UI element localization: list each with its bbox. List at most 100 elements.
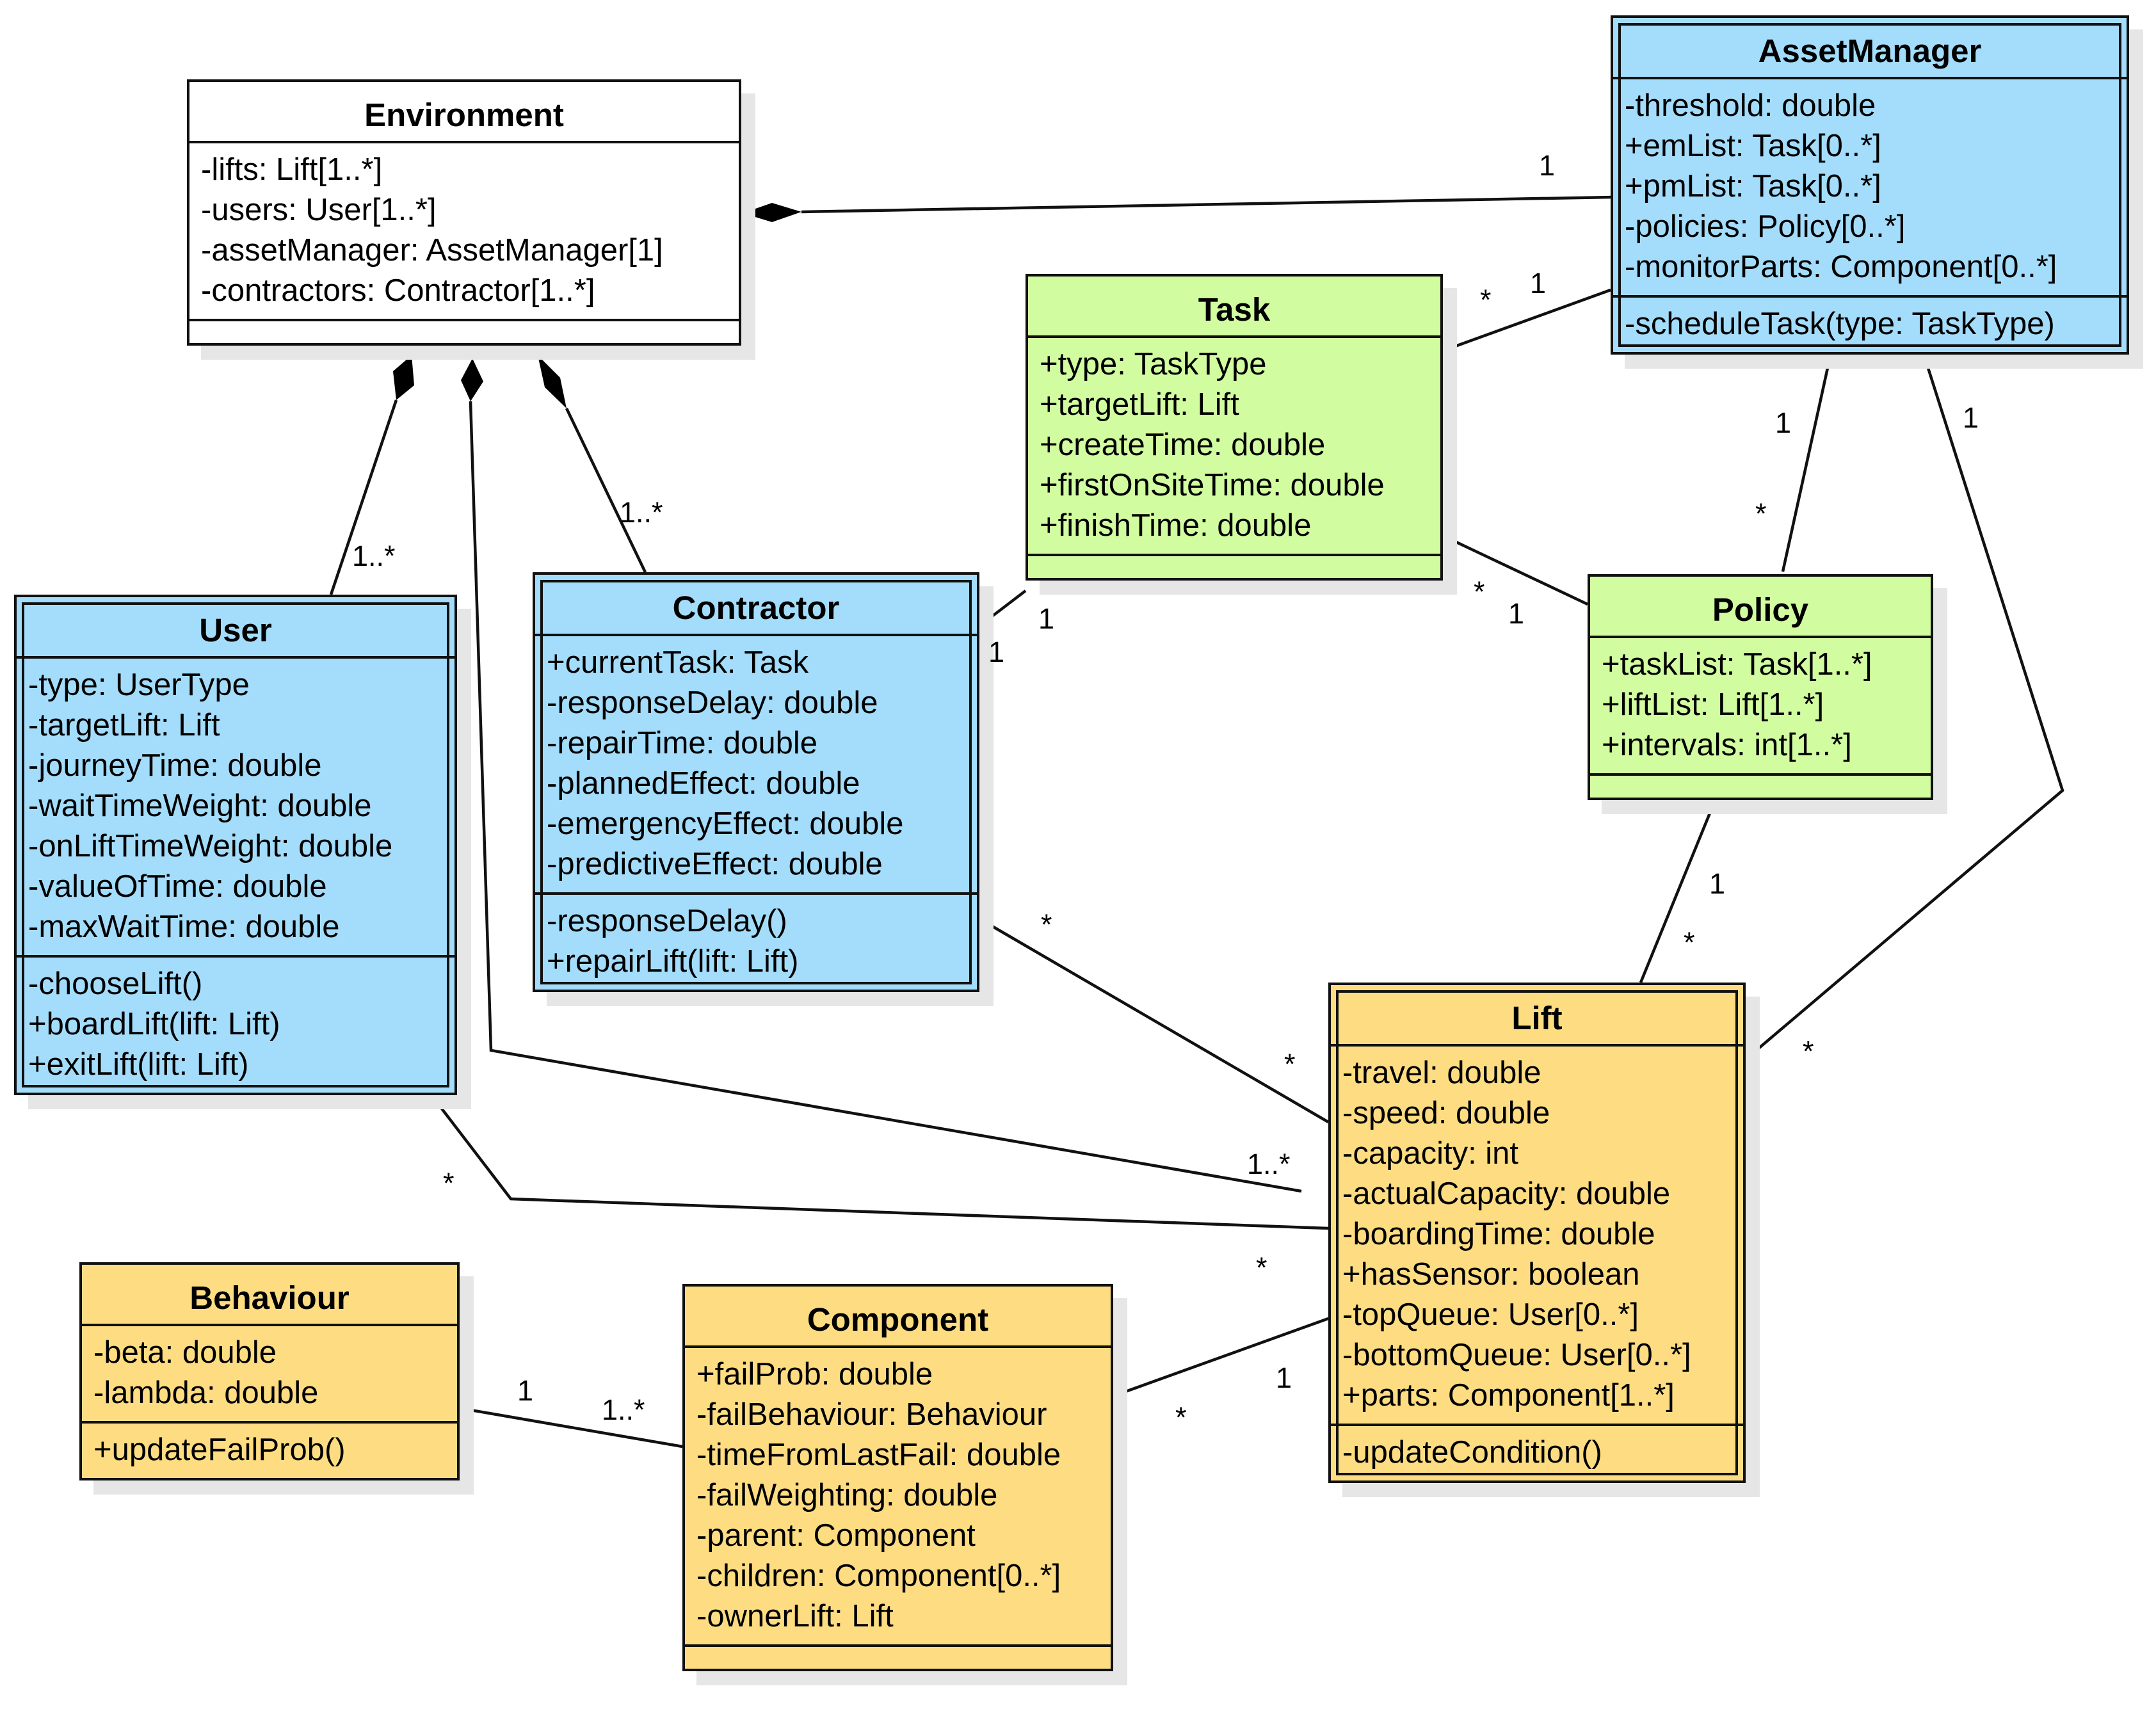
attribute: -contractors: Contractor[1..*] bbox=[201, 273, 595, 308]
attribute: -ownerLift: Lift bbox=[696, 1599, 894, 1633]
operation: +repairLift(lift: Lift) bbox=[547, 944, 799, 979]
attribute: -capacity: int bbox=[1342, 1136, 1519, 1171]
class-user[interactable]: User -type: UserType -targetLift: Lift -… bbox=[14, 595, 457, 1095]
operation-compartment: -responseDelay() +repairLift(lift: Lift) bbox=[535, 892, 977, 990]
class-task[interactable]: Task +type: TaskType +targetLift: Lift +… bbox=[1026, 274, 1443, 581]
attribute: -failBehaviour: Behaviour bbox=[696, 1397, 1047, 1432]
attribute: +liftList: Lift[1..*] bbox=[1602, 687, 1824, 722]
association-task-policy bbox=[1444, 534, 1588, 606]
multiplicity-label: 1..* bbox=[1247, 1148, 1291, 1180]
attribute: -targetLift: Lift bbox=[28, 708, 220, 742]
attribute: -policies: Policy[0..*] bbox=[1625, 209, 1906, 244]
attribute: -threshold: double bbox=[1625, 88, 1876, 123]
multiplicity-label: 1 bbox=[1709, 867, 1726, 900]
association-assetmanager-policy bbox=[1781, 367, 1830, 572]
class-name: Contractor bbox=[535, 575, 977, 636]
operation-compartment bbox=[1028, 554, 1440, 578]
operation-compartment bbox=[1590, 773, 1931, 798]
attribute-compartment: +taskList: Task[1..*] +liftList: Lift[1.… bbox=[1590, 638, 1931, 773]
attribute: -predictiveEffect: double bbox=[547, 847, 883, 881]
composition-environment-contractor bbox=[565, 408, 647, 573]
attribute: +firstOnSiteTime: double bbox=[1040, 468, 1385, 502]
composition-environment-lift bbox=[469, 401, 1302, 1193]
multiplicity-label: 1 bbox=[1539, 149, 1556, 182]
class-policy[interactable]: Policy +taskList: Task[1..*] +liftList: … bbox=[1588, 574, 1933, 800]
attribute: -emergencyEffect: double bbox=[547, 806, 904, 841]
attribute: +parts: Component[1..*] bbox=[1342, 1378, 1675, 1413]
operation: -responseDelay() bbox=[547, 904, 787, 938]
attribute: -waitTimeWeight: double bbox=[28, 789, 372, 823]
class-contractor[interactable]: Contractor +currentTask: Task -responseD… bbox=[533, 572, 979, 992]
multiplicity-label: * bbox=[1284, 1048, 1296, 1080]
attribute: -bottomQueue: User[0..*] bbox=[1342, 1338, 1691, 1372]
class-name: AssetManager bbox=[1613, 18, 2127, 79]
attribute: +hasSensor: boolean bbox=[1342, 1257, 1640, 1292]
class-name: Component bbox=[685, 1287, 1111, 1348]
attribute: -timeFromLastFail: double bbox=[696, 1438, 1061, 1472]
attribute: -children: Component[0..*] bbox=[696, 1559, 1061, 1593]
multiplicity-label: 1 bbox=[988, 636, 1005, 668]
operation-compartment: -scheduleTask(type: TaskType) bbox=[1613, 295, 2127, 352]
attribute: +pmList: Task[0..*] bbox=[1625, 169, 1881, 204]
class-name: User bbox=[17, 597, 455, 659]
operation: -updateCondition() bbox=[1342, 1435, 1602, 1470]
association-contractor-lift bbox=[979, 918, 1330, 1123]
multiplicity-label: 1..* bbox=[620, 496, 663, 529]
multiplicity-label: * bbox=[1803, 1035, 1814, 1068]
attribute: +intervals: int[1..*] bbox=[1602, 728, 1852, 762]
composition-environment-user bbox=[329, 399, 398, 595]
operation: +exitLift(lift: Lift) bbox=[28, 1047, 249, 1082]
attribute-compartment: -travel: double -speed: double -capacity… bbox=[1331, 1047, 1743, 1424]
class-environment[interactable]: Environment -lifts: Lift[1..*] -users: U… bbox=[187, 79, 741, 346]
operation-compartment: -updateCondition() bbox=[1331, 1424, 1743, 1480]
class-component[interactable]: Component +failProb: double -failBehavio… bbox=[682, 1284, 1113, 1671]
multiplicity-label: 1..* bbox=[602, 1393, 645, 1426]
association-environment-assetmanager bbox=[801, 195, 1614, 214]
multiplicity-label: 1 bbox=[1775, 406, 1792, 439]
attribute-compartment: -lifts: Lift[1..*] -users: User[1..*] -a… bbox=[189, 143, 739, 319]
multiplicity-label: * bbox=[1041, 908, 1052, 941]
association-component-lift bbox=[1113, 1317, 1329, 1398]
operation: -scheduleTask(type: TaskType) bbox=[1625, 307, 2055, 341]
class-lift[interactable]: Lift -travel: double -speed: double -cap… bbox=[1328, 983, 1746, 1483]
association-user-lift bbox=[440, 1107, 1329, 1230]
multiplicity-label: 1 bbox=[1038, 602, 1055, 635]
association-task-contractor bbox=[978, 590, 1027, 627]
composition-diamond-contractor bbox=[538, 355, 567, 408]
attribute: -travel: double bbox=[1342, 1055, 1541, 1090]
multiplicity-label: * bbox=[443, 1167, 455, 1200]
attribute: -journeyTime: double bbox=[28, 748, 322, 783]
multiplicity-label: * bbox=[1755, 497, 1767, 530]
multiplicity-label: 1 bbox=[517, 1374, 534, 1407]
attribute-compartment: -type: UserType -targetLift: Lift -journ… bbox=[17, 659, 455, 955]
attribute: -onLiftTimeWeight: double bbox=[28, 829, 393, 863]
attribute: -parent: Component bbox=[696, 1518, 976, 1553]
operation-compartment bbox=[685, 1644, 1111, 1669]
attribute: -beta: double bbox=[93, 1335, 277, 1370]
class-name: Behaviour bbox=[82, 1265, 457, 1326]
composition-diamond-lift bbox=[461, 358, 483, 401]
attribute: -plannedEffect: double bbox=[547, 766, 860, 801]
association-assetmanager-lift bbox=[1744, 367, 2064, 1061]
class-assetmanager[interactable]: AssetManager -threshold: double +emList:… bbox=[1611, 15, 2129, 355]
attribute: -actualCapacity: double bbox=[1342, 1176, 1671, 1211]
class-behaviour[interactable]: Behaviour -beta: double -lambda: double … bbox=[79, 1262, 460, 1480]
class-name: Lift bbox=[1331, 985, 1743, 1047]
attribute: -assetManager: AssetManager[1] bbox=[201, 233, 663, 268]
attribute: -valueOfTime: double bbox=[28, 869, 327, 904]
attribute: +currentTask: Task bbox=[547, 645, 808, 680]
operation-compartment bbox=[189, 319, 739, 343]
attribute: -lambda: double bbox=[93, 1376, 319, 1410]
multiplicity-label: 1 bbox=[1963, 401, 1979, 434]
attribute: -repairTime: double bbox=[547, 726, 818, 760]
multiplicity-label: * bbox=[1684, 926, 1695, 959]
attribute: -speed: double bbox=[1342, 1096, 1550, 1130]
association-task-assetmanager bbox=[1442, 288, 1611, 353]
attribute: -users: User[1..*] bbox=[201, 193, 437, 227]
operation: +boardLift(lift: Lift) bbox=[28, 1007, 280, 1041]
composition-diamond-user bbox=[393, 355, 414, 400]
composition-diamond-assetmanager bbox=[743, 203, 801, 222]
attribute: +finishTime: double bbox=[1040, 508, 1312, 543]
operation: +updateFailProb() bbox=[93, 1432, 346, 1467]
